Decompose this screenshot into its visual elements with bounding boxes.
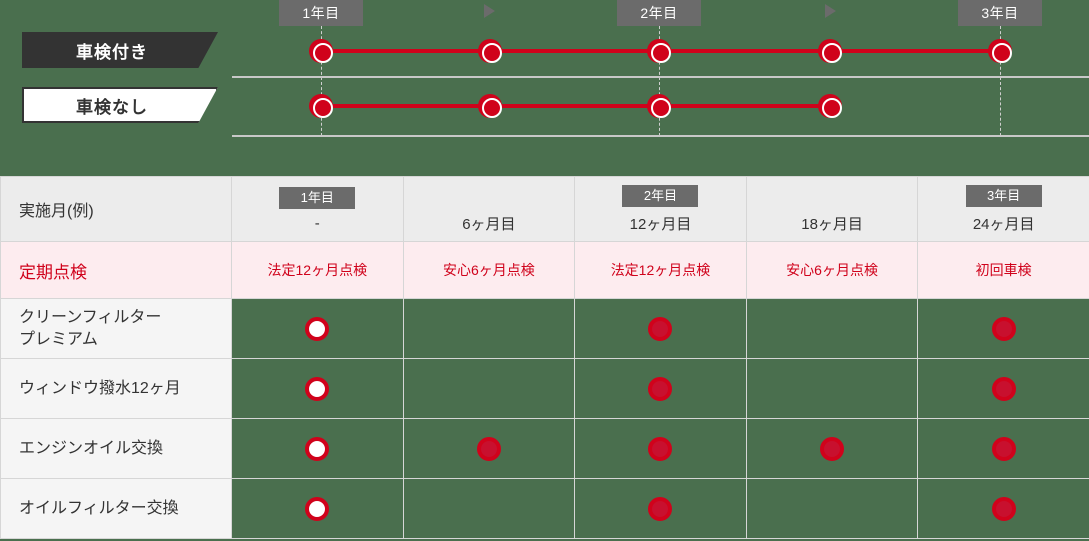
month-cell-5: 3年目 24ヶ月目 xyxy=(917,176,1089,242)
mark-3-0 xyxy=(305,496,330,521)
mark-0-0 xyxy=(305,316,330,341)
mark-2-3 xyxy=(820,436,845,461)
item-cell-2-4 xyxy=(917,418,1089,479)
timeline-node-2-3[interactable] xyxy=(647,94,671,118)
month-cell-4: 18ヶ月目 xyxy=(745,176,919,242)
item-cell-0-0 xyxy=(231,298,404,359)
mark-2-2 xyxy=(648,436,673,461)
timeline-node-2-2[interactable] xyxy=(478,94,502,118)
timeline-guide-2 xyxy=(659,26,660,136)
item-label-2: エンジンオイル交換 xyxy=(0,418,232,479)
timeline-track-line-2 xyxy=(321,104,830,108)
table-row-item: オイルフィルター交換 xyxy=(0,478,1089,539)
timeline-node-1-5[interactable] xyxy=(988,39,1012,63)
maintenance-table: 実施月(例) 1年目 - 6ヶ月目 2年目 12ヶ月目 18ヶ月目 xyxy=(0,176,1089,539)
item-cell-2-0 xyxy=(231,418,404,479)
timeline-year-badge-3: 3年目 xyxy=(958,0,1042,26)
inspection-cell-5: 初回車検 xyxy=(917,241,1089,299)
inspection-cell-1: 法定12ヶ月点検 xyxy=(231,241,404,299)
timeline-node-2-1[interactable] xyxy=(309,94,333,118)
item-label-line-0-0: クリーンフィルター xyxy=(19,308,162,326)
item-cell-3-1 xyxy=(402,478,576,539)
timeline-guide-1 xyxy=(321,26,322,136)
mark-1-2 xyxy=(648,376,673,401)
item-cell-1-2 xyxy=(574,358,747,419)
timeline-label-with-shaken: 車検付き xyxy=(22,32,218,68)
item-cell-2-3 xyxy=(745,418,919,479)
mark-1-0 xyxy=(305,376,330,401)
month-badge-5: 3年目 xyxy=(965,184,1042,207)
item-cell-3-2 xyxy=(574,478,747,539)
item-cell-1-3 xyxy=(745,358,919,419)
mark-2-1 xyxy=(476,436,501,461)
item-cell-0-4 xyxy=(917,298,1089,359)
item-cell-0-2 xyxy=(574,298,747,359)
item-label-line-0-1: プレミアム xyxy=(19,330,98,348)
item-cell-0-3 xyxy=(745,298,919,359)
timeline-guide-3 xyxy=(1000,26,1001,136)
row-header-inspection: 定期点検 xyxy=(0,241,232,299)
timeline-node-1-3[interactable] xyxy=(647,39,671,63)
timeline-rule-top xyxy=(232,76,1089,78)
item-cell-3-0 xyxy=(231,478,404,539)
table-row-item: クリーンフィルター プレミアム xyxy=(0,298,1089,359)
table-row-month: 実施月(例) 1年目 - 6ヶ月目 2年目 12ヶ月目 18ヶ月目 xyxy=(0,176,1089,242)
table-row-item: ウィンドウ撥水12ヶ月 xyxy=(0,358,1089,419)
month-cell-1: 1年目 - xyxy=(231,176,404,242)
inspection-cell-2: 安心6ヶ月点検 xyxy=(402,241,576,299)
item-label-1: ウィンドウ撥水12ヶ月 xyxy=(0,358,232,419)
item-cell-3-4 xyxy=(917,478,1089,539)
mark-0-2 xyxy=(648,316,673,341)
month-badge-3: 2年目 xyxy=(622,184,699,207)
month-text-5: 24ヶ月目 xyxy=(972,215,1035,233)
item-label-0: クリーンフィルター プレミアム xyxy=(0,298,232,359)
arrow-right-icon-2 xyxy=(825,4,836,18)
arrow-right-icon-1 xyxy=(484,4,495,18)
mark-1-4 xyxy=(991,376,1016,401)
month-text-1: - xyxy=(314,214,320,232)
timeline-label-without-shaken: 車検なし xyxy=(22,87,218,123)
item-cell-0-1 xyxy=(402,298,576,359)
month-cell-3: 2年目 12ヶ月目 xyxy=(574,176,747,242)
timeline-node-1-4[interactable] xyxy=(818,39,842,63)
timeline-node-1-2[interactable] xyxy=(478,39,502,63)
month-text-2: 6ヶ月目 xyxy=(462,215,516,233)
item-label-3: オイルフィルター交換 xyxy=(0,478,232,539)
item-cell-2-2 xyxy=(574,418,747,479)
item-cell-1-1 xyxy=(402,358,576,419)
item-cell-1-4 xyxy=(917,358,1089,419)
month-text-4: 18ヶ月目 xyxy=(801,215,863,233)
inspection-cell-4: 安心6ヶ月点検 xyxy=(745,241,919,299)
month-text-3: 12ヶ月目 xyxy=(629,215,692,233)
table-row-inspection: 定期点検 法定12ヶ月点検 安心6ヶ月点検 法定12ヶ月点検 安心6ヶ月点検 初… xyxy=(0,241,1089,299)
row-header-month: 実施月(例) xyxy=(0,176,232,242)
timeline-node-2-4[interactable] xyxy=(818,94,842,118)
month-badge-1: 1年目 xyxy=(279,186,356,209)
inspection-cell-3: 法定12ヶ月点検 xyxy=(574,241,747,299)
item-cell-1-0 xyxy=(231,358,404,419)
mark-0-4 xyxy=(991,316,1016,341)
mark-2-0 xyxy=(305,436,330,461)
timeline-year-badge-1: 1年目 xyxy=(279,0,363,26)
month-cell-2: 6ヶ月目 xyxy=(402,176,576,242)
timeline-year-badge-2: 2年目 xyxy=(617,0,701,26)
item-cell-3-3 xyxy=(745,478,919,539)
mark-3-4 xyxy=(991,496,1016,521)
timeline-node-1-1[interactable] xyxy=(309,39,333,63)
mark-3-2 xyxy=(648,496,673,521)
mark-2-4 xyxy=(991,436,1016,461)
timeline-section: 1年目 2年目 3年目 車検付き 車検なし xyxy=(0,0,1089,170)
timeline-rule-bottom xyxy=(232,135,1089,137)
item-cell-2-1 xyxy=(402,418,576,479)
table-row-item: エンジンオイル交換 xyxy=(0,418,1089,479)
